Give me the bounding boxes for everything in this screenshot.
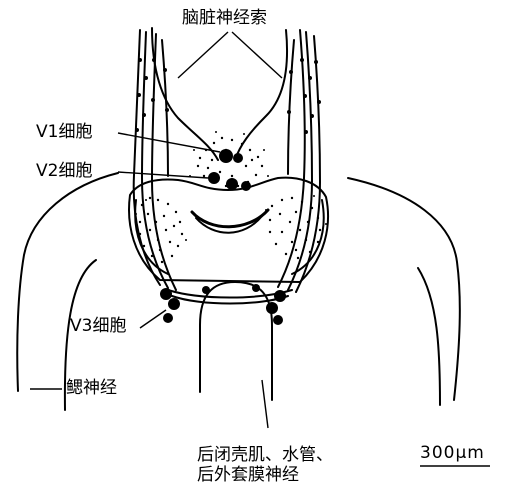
inner-canal — [200, 282, 272, 400]
v1-cell-dot — [219, 149, 233, 163]
label-gill-nerve: 鳃神经 — [66, 380, 117, 397]
bottom-commissure — [168, 290, 292, 298]
leader-nerves — [262, 380, 268, 428]
body-outline-left — [17, 173, 118, 391]
v2-cell-dot-3 — [241, 181, 251, 191]
leader-v3 — [140, 310, 166, 328]
label-v1-cell: V1细胞 — [36, 124, 92, 141]
v2-cell-dot — [208, 172, 220, 184]
leader-nerve-cord-right — [232, 32, 282, 78]
v3-cell-dot-right-3 — [273, 315, 283, 325]
label-v2-cell: V2细胞 — [36, 163, 92, 180]
label-nerves-line-1: 后闭壳肌、水管、 — [197, 446, 333, 466]
nerve-cord-right — [235, 30, 287, 160]
v1-cell-dot-2 — [233, 153, 243, 163]
v3-cell-dot-right-1 — [274, 290, 286, 302]
leader-nerve-cord-left — [178, 32, 228, 78]
bottom-cell-1 — [202, 286, 210, 294]
central-trunk-right — [418, 268, 440, 405]
bottom-cell-2 — [252, 284, 260, 292]
v3-cell-dot-right-2 — [266, 302, 278, 314]
v3-cell-dot-left-1 — [160, 288, 172, 300]
v2-cell-dot-2 — [226, 178, 238, 190]
label-scale-bar: 300μm — [420, 445, 485, 462]
leader-v2 — [118, 172, 208, 178]
nerve-bundle-left-4 — [162, 40, 168, 176]
cell-stipple — [135, 131, 327, 263]
label-posterior-nerves: 后闭壳肌、水管、 后外套膜神经 — [197, 446, 333, 485]
nerve-bundle-right-4 — [288, 40, 294, 174]
v3-cell-dot-left-2 — [168, 298, 180, 310]
label-v3-cell: V3细胞 — [70, 318, 126, 335]
body-outline-right — [348, 178, 460, 400]
label-nerves-line-2: 后外套膜神经 — [197, 466, 333, 486]
fibre-beads — [135, 58, 321, 134]
label-nerve-cord: 脑脏神经索 — [182, 10, 267, 27]
v3-cell-dot-left-3 — [163, 313, 173, 323]
commissure-arch-inner — [196, 216, 262, 233]
